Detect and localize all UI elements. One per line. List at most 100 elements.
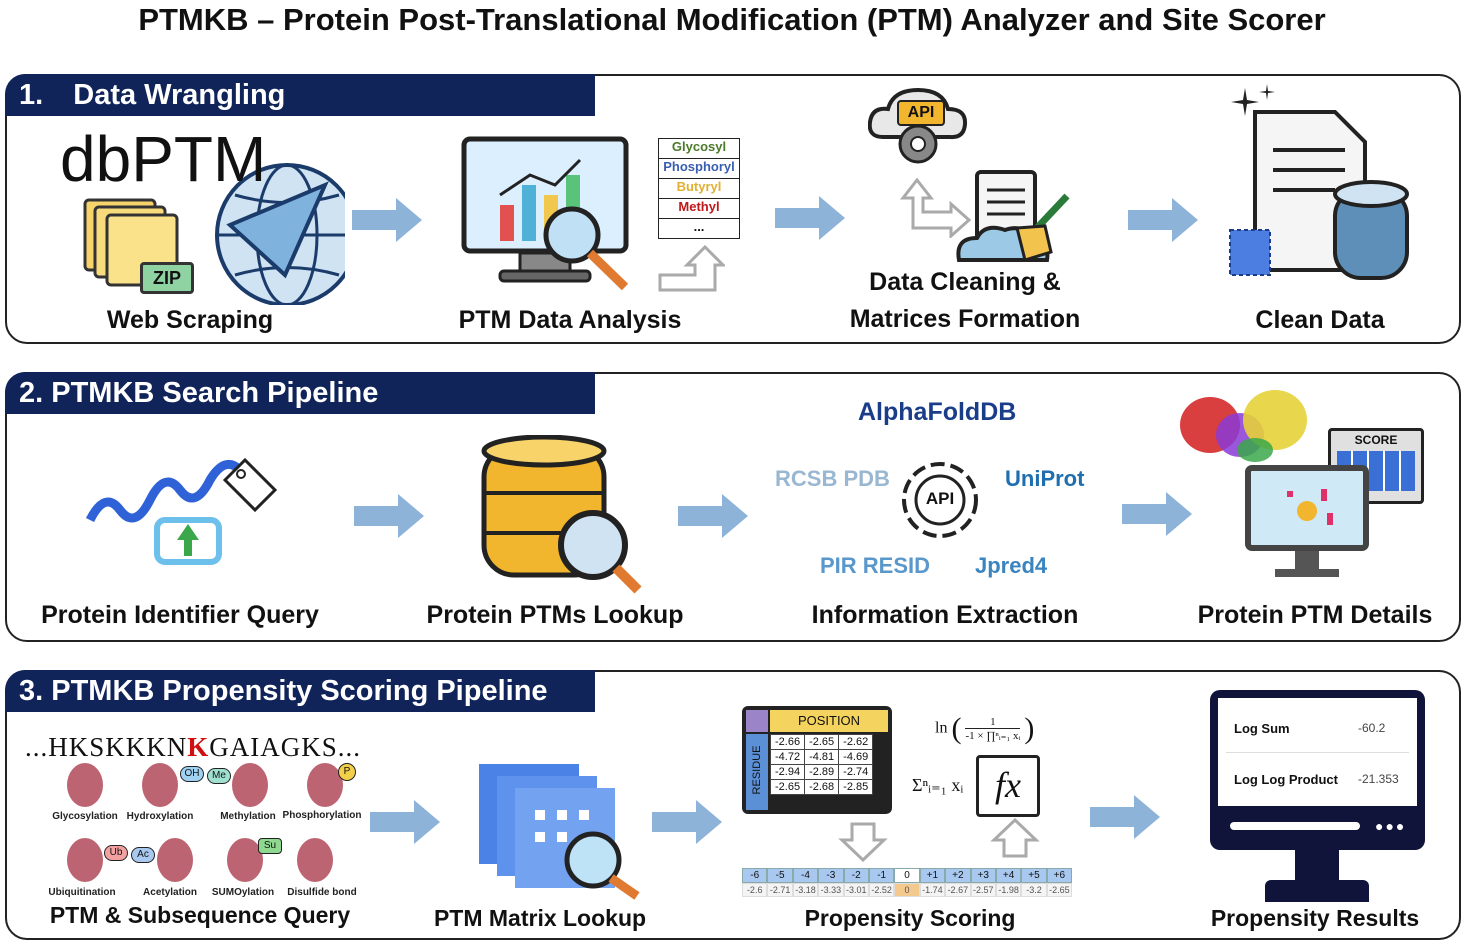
score-cell: -3.2 [1021,883,1047,897]
position-cell: 0 [894,868,920,883]
step-ptm-subsequence-query: PTM & Subsequence Query [49,902,351,928]
step-information-extraction: Information Extraction [811,601,1079,629]
score-cell: -2.52 [868,883,895,897]
position-cell: -4 [792,868,819,883]
score-cell: -2.6 [742,883,768,897]
monitor-bar [1230,822,1360,830]
formula-ln: ln [935,719,948,737]
arrow-right-icon [775,196,845,240]
web-scraping-icon [25,125,359,307]
ptm-type-label: Methylation [220,811,276,822]
position-cell: +2 [945,868,971,883]
ptm-type-label: SUMOylation [211,887,275,898]
result-label: Log Sum [1234,721,1290,736]
position-cell: +3 [970,868,996,883]
sequence-site: K [187,732,210,762]
arrow-right-icon [1122,492,1192,536]
arrow-right-icon [1128,198,1198,242]
section-3-header: 3. PTMKB Propensity Scoring Pipeline [5,670,595,712]
results-screen: Log Sum -60.2 Log Log Product -21.353 [1218,698,1417,806]
section-1-title: Data Wrangling [73,79,286,111]
source-rcsb-pdb: RCSB PDB [775,466,890,491]
ptm-type-label: Glycosylation [52,811,118,822]
step-ptm-matrix-lookup: PTM Matrix Lookup [433,905,647,931]
api-badge: API [897,100,945,126]
dbptm-logo: dbPTM [60,123,267,195]
ptm-type-label: Ubiquitination [48,887,116,898]
monitor-stand [1295,850,1339,882]
modifier-tag-ub: Ub [104,845,128,861]
step-web-scraping: Web Scraping [106,306,274,334]
down-arrow-outline-icon [838,822,888,862]
step-clean-data: Clean Data [1255,306,1385,334]
position-cell: -6 [742,868,768,883]
database-search-icon [478,434,648,600]
step-protein-identifier-query: Protein Identifier Query [41,601,319,629]
section-1-header: 1. Data Wrangling [5,74,595,116]
position-cell: +5 [1021,868,1047,883]
table-row: -2.66-2.65-2.62 [769,734,874,750]
score-cell: -2.67 [945,883,971,897]
up-arrow-outline-icon [658,245,725,292]
modifier-tag-ac: Ac [131,847,155,863]
monitor-base [1265,880,1369,902]
step-protein-ptm-details: Protein PTM Details [1197,601,1433,629]
monitor-dots-icon: ●●● [1375,818,1407,834]
page-title: PTMKB – Protein Post-Translational Modif… [138,2,1326,37]
api-cloud-icon [867,82,968,172]
score-cell: -3.18 [792,883,819,897]
section-1-number: 1. [19,79,44,111]
clean-data-icon [1225,80,1425,290]
sequence-prefix: ...HKSKKKN [25,732,188,762]
score-label: SCORE [1354,433,1398,447]
step-data-cleaning-line1: Data Cleaning & [869,268,1061,296]
fx-label: fx [995,765,1021,805]
position-cell: +4 [995,868,1022,883]
arrow-right-icon [352,198,422,242]
protein-helix-tag-icon [85,440,285,570]
score-cell: -2.65 [1046,883,1073,897]
source-pir-resid: PIR RESID [820,553,931,578]
api-gear-label: API [925,489,955,508]
source-alphafolddb: AlphaFoldDB [858,398,1017,426]
position-cell: -5 [767,868,793,883]
score-cell: -1.74 [919,883,946,897]
position-cell: -3 [818,868,844,883]
sequence-suffix: GAIAGKS... [209,732,362,762]
step-ptm-data-analysis: PTM Data Analysis [458,306,682,334]
position-cell: -2 [843,868,869,883]
function-icon: fx [976,755,1040,817]
score-cell: -2.71 [767,883,793,897]
ptm-type-label: Acetylation [143,887,197,898]
position-cell: +6 [1046,868,1073,883]
formula-denominator: -1 × ∏ⁿᵢ₌₁ xᵢ [965,730,1021,742]
bent-arrow-outline-icon [899,178,972,238]
arrow-right-icon [1090,795,1160,839]
scoring-matrix: POSITION RESIDUE -2.66-2.65-2.62 -4.72-4… [742,706,892,814]
step-propensity-scoring: Propensity Scoring [804,905,1016,931]
protein-ribbons-icon [67,763,343,882]
score-cell: -3.01 [843,883,869,897]
ptm-list-item: ... [693,219,705,234]
position-cell: -1 [868,868,895,883]
formula-log: ln ( 1 -1 × ∏ⁿᵢ₌₁ xᵢ ) [935,712,1035,745]
step-protein-ptms-lookup: Protein PTMs Lookup [426,601,684,629]
ptm-type-label: Disulfide bond [287,887,357,898]
zip-badge: ZIP [140,262,194,294]
ptm-list-item: Phosphoryl [659,159,739,179]
peptide-sequence: ...HKSKKKNKGAIAGKS... [25,732,361,763]
source-jpred4: Jpred4 [975,553,1048,578]
modifier-tag-oh: OH [180,766,204,782]
score-cell: -1.98 [995,883,1022,897]
section-2-header: 2. PTMKB Search Pipeline [5,372,595,414]
matrix-table: -2.66-2.65-2.62 -4.72-4.81-4.69 -2.94-2.… [769,734,874,795]
modifier-tag-su: Su [258,838,282,854]
score-cell: 0 [894,883,920,897]
result-divider [1226,752,1409,753]
formula-sum: Σⁿᵢ₌₁ xᵢ [912,775,964,795]
matrix-corner [746,710,768,732]
result-value: -60.2 [1358,721,1386,735]
modifier-tag-me: Me [207,768,231,784]
